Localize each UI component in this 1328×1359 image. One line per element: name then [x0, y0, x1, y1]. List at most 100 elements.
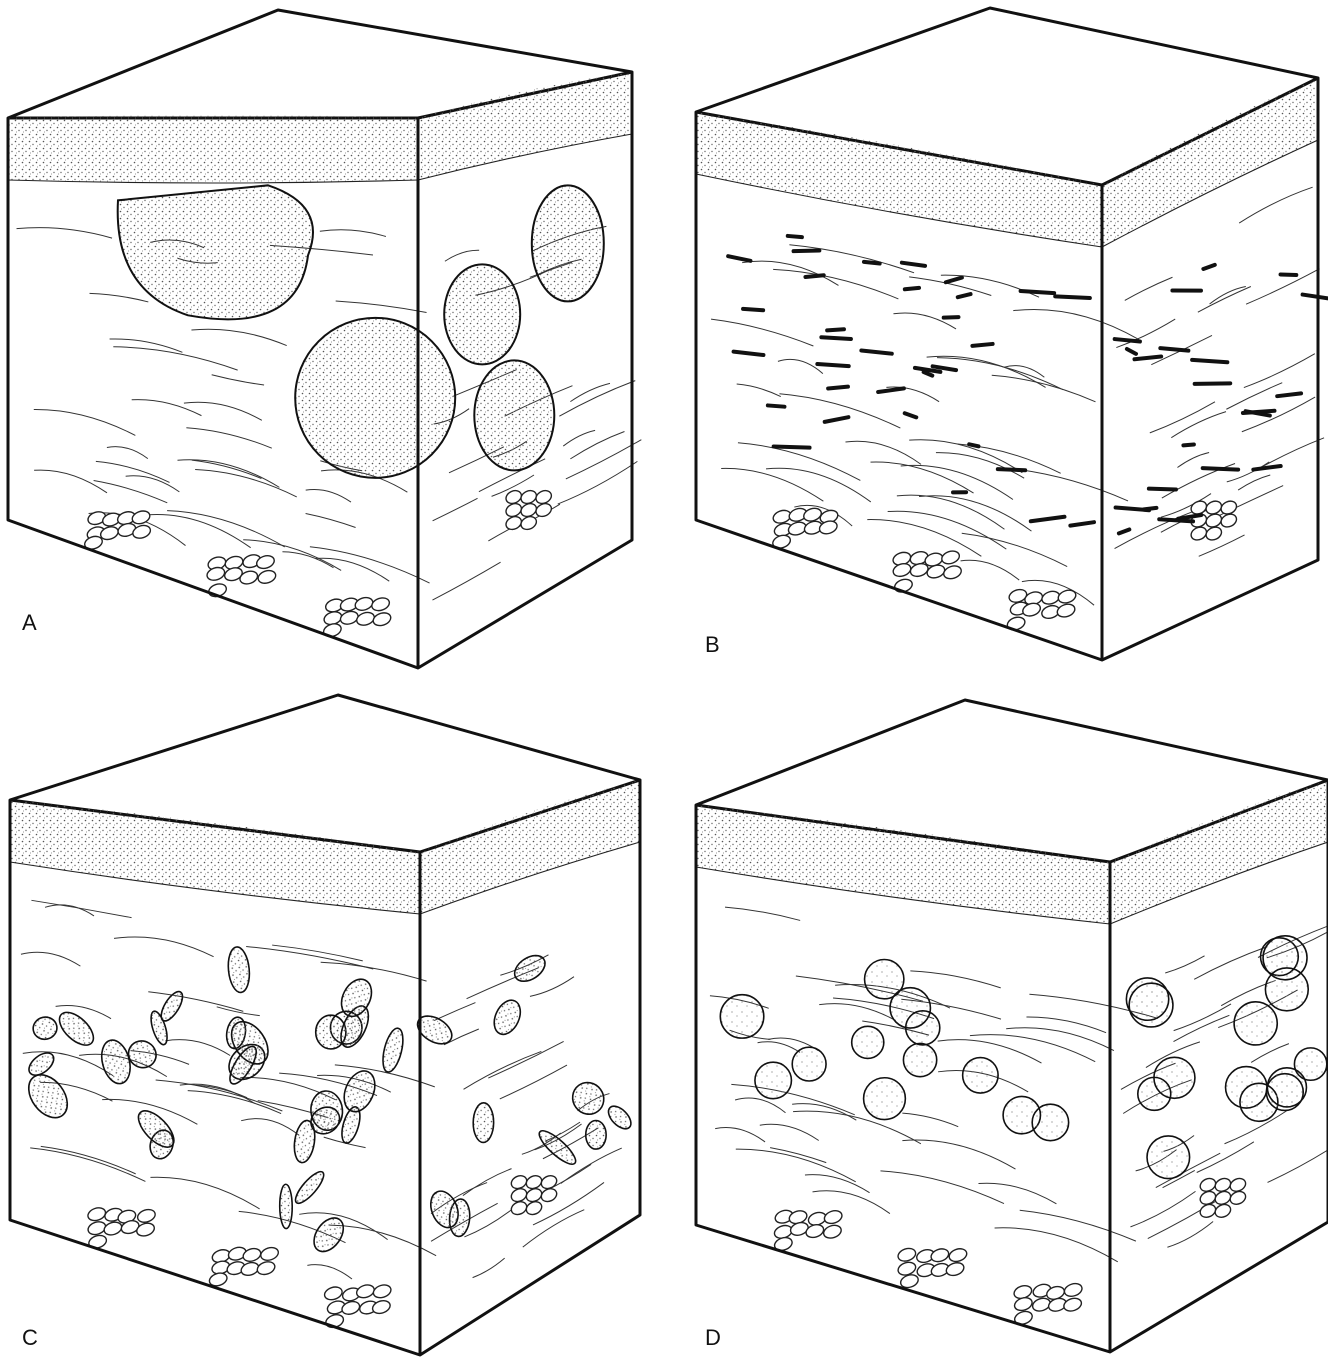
interstitial-cell: [905, 288, 919, 289]
tumor-nest: [510, 950, 550, 986]
interstitial-cell: [1195, 383, 1231, 384]
epidermis-front: [8, 115, 418, 183]
interstitial-cell: [1277, 393, 1301, 396]
interstitial-cell: [1159, 519, 1193, 521]
panel-label-a: A: [22, 610, 37, 635]
tumor-nest: [338, 1066, 380, 1116]
tumor-nest: [1032, 1104, 1068, 1140]
interstitial-cell: [1192, 360, 1227, 362]
tumor-nest: [54, 1007, 99, 1051]
interstitial-cell: [972, 344, 992, 346]
interstitial-cell: [1031, 517, 1065, 521]
tumor-nodule: [474, 360, 554, 470]
epidermis-front: [10, 800, 420, 914]
interstitial-cell: [827, 329, 844, 330]
tumor-nest: [604, 1102, 635, 1133]
infiltrate-nodular: [118, 185, 604, 478]
tumor-nodule: [532, 185, 604, 301]
panel-label-b: B: [705, 632, 720, 657]
tumor-nest: [489, 996, 525, 1038]
tumor-nest: [291, 1168, 327, 1207]
panel-d: [696, 700, 1328, 1352]
tumor-nest: [1294, 1048, 1326, 1080]
interstitial-cell: [1055, 296, 1090, 298]
interstitial-cell: [878, 388, 904, 392]
interstitial-cell: [924, 372, 933, 376]
interstitial-cell: [1144, 508, 1156, 510]
epidermis-side: [1102, 78, 1318, 247]
epidermis-side: [420, 780, 640, 914]
epidermis-side: [1110, 780, 1328, 924]
interstitial-cell: [1203, 265, 1214, 269]
interstitial-cell: [734, 352, 764, 355]
tumor-nest: [97, 1037, 134, 1087]
tumor-nest: [31, 1015, 59, 1042]
interstitial-cell: [1127, 349, 1136, 354]
tumor-nest: [1126, 978, 1168, 1020]
interstitial-cell: [743, 309, 763, 310]
tumor-nest: [903, 1043, 936, 1076]
subcutaneous-fat: [773, 1176, 1248, 1326]
tumor-nest: [963, 1058, 998, 1093]
tumor-nest: [890, 988, 930, 1028]
tumor-nest: [852, 1026, 884, 1058]
interstitial-cell: [1119, 529, 1129, 533]
tumor-nest: [1263, 936, 1307, 980]
interstitial-cell: [768, 405, 785, 406]
infiltrate-round-nests: [720, 936, 1327, 1179]
tumor-nest: [21, 1068, 75, 1125]
interstitial-cell: [788, 236, 802, 237]
interstitial-cell: [1135, 356, 1162, 359]
interstitial-cell: [1149, 489, 1176, 490]
interstitial-cell: [774, 446, 810, 447]
interstitial-cell: [1253, 466, 1280, 470]
interstitial-cell: [958, 294, 971, 297]
tumor-nest: [586, 1120, 607, 1149]
interstitial-cell: [821, 337, 851, 339]
interstitial-cell: [861, 350, 891, 353]
tumor-nest: [473, 1103, 494, 1143]
interstitial-cell: [1183, 444, 1193, 445]
tumor-nest: [755, 1062, 792, 1099]
interstitial-cell: [1070, 522, 1094, 525]
panel-c: [10, 695, 640, 1355]
epidermis-side: [418, 72, 632, 180]
tumor-nest: [1154, 1057, 1195, 1098]
interstitial-cell: [905, 413, 917, 417]
infiltrate-interstitial: [728, 236, 1328, 533]
tumor-nest: [226, 946, 251, 993]
interstitial-cell: [728, 256, 750, 261]
panel-label-d: D: [705, 1325, 721, 1350]
interstitial-cell: [1115, 339, 1140, 341]
interstitial-cell: [794, 251, 820, 252]
interstitial-cell: [1160, 348, 1188, 351]
tumor-nest: [720, 995, 763, 1038]
tumor-nest: [308, 1213, 349, 1257]
tumor-nest: [864, 1078, 906, 1120]
interstitial-cell: [817, 364, 848, 366]
panel-b: [696, 8, 1328, 660]
interstitial-cell: [902, 263, 925, 266]
interstitial-cell: [1303, 295, 1328, 299]
interstitial-cell: [1021, 291, 1055, 293]
tumor-nodule: [444, 264, 520, 364]
panel-label-c: C: [22, 1325, 38, 1350]
interstitial-cell: [864, 262, 880, 264]
subcutaneous-fat: [83, 488, 553, 639]
interstitial-cell: [969, 444, 978, 446]
tumor-nest: [1234, 1002, 1277, 1045]
tumor-nest: [566, 1076, 610, 1120]
interstitial-cell: [946, 278, 962, 283]
epidermis-front: [696, 112, 1102, 247]
interstitial-cell: [805, 275, 823, 277]
interstitial-cell: [944, 317, 959, 318]
tumor-nest: [792, 1047, 826, 1081]
tumor-nest: [1147, 1136, 1190, 1179]
tumor-nest: [280, 1184, 293, 1228]
tumor-nodule: [118, 185, 313, 319]
interstitial-cell: [1203, 468, 1238, 469]
tumor-nodule: [295, 318, 455, 478]
panel-a: [8, 10, 641, 668]
interstitial-cell: [828, 387, 848, 389]
